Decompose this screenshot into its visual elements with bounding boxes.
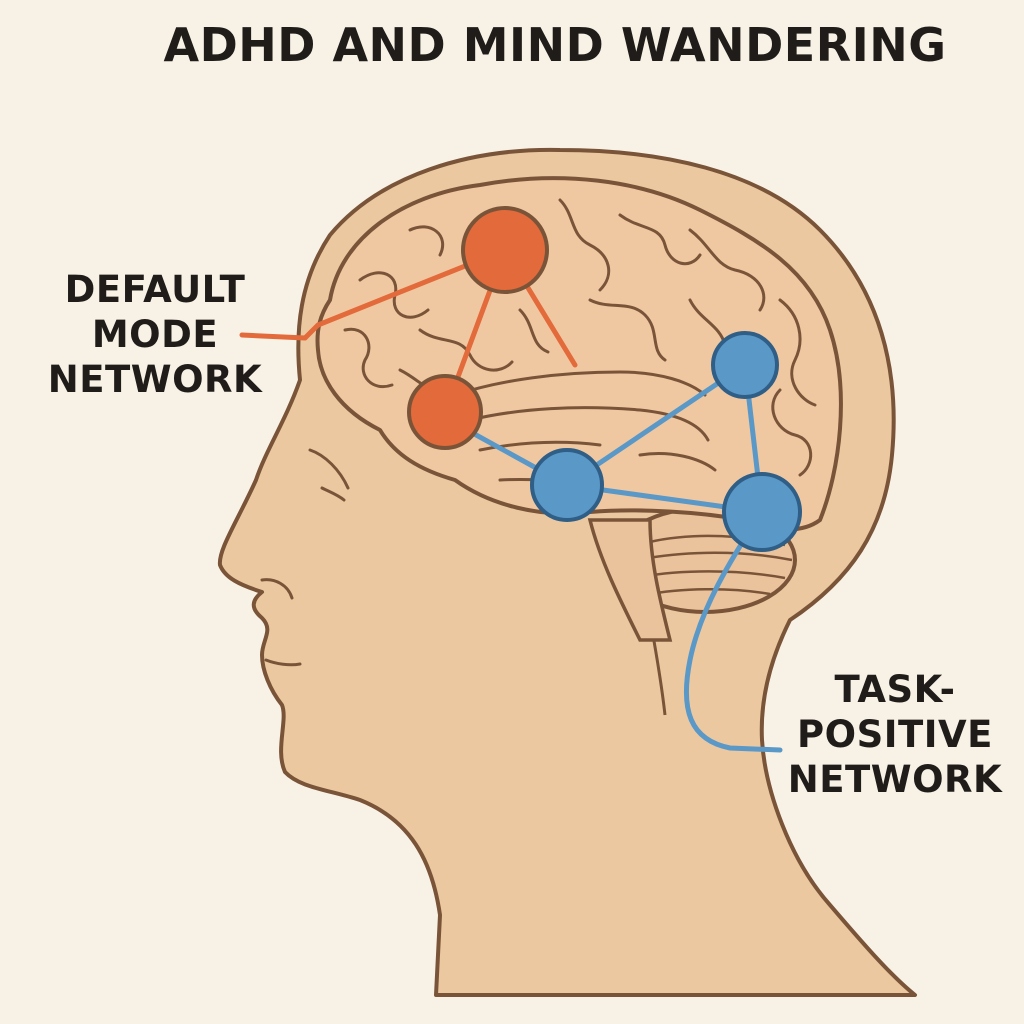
tpn-node-center (530, 448, 604, 522)
task-positive-network-label: TASK- POSITIVE NETWORK (785, 667, 1005, 802)
dmn-node-lower (407, 374, 483, 450)
dmn-label-line-1: DEFAULT (64, 268, 246, 311)
tpn-label-line-2: POSITIVE (797, 713, 993, 756)
mouth (264, 658, 302, 667)
nostril (260, 578, 294, 600)
diagram-title: ADHD AND MIND WANDERING (163, 18, 947, 72)
dmn-node-top (461, 206, 549, 294)
brain-stem (587, 518, 673, 642)
tpn-label-line-3: NETWORK (787, 758, 1003, 801)
eye-brow (308, 448, 350, 490)
tpn-label-line-1: TASK- (834, 668, 956, 711)
tpn-node-right (722, 472, 802, 552)
brain-folds (343, 198, 817, 492)
default-mode-network-label: DEFAULT MODE NETWORK (40, 267, 270, 402)
tpn-node-top (711, 331, 779, 399)
dmn-label-line-2: MODE (91, 313, 219, 356)
eye (320, 486, 346, 502)
dmn-label-line-3: NETWORK (47, 358, 263, 401)
